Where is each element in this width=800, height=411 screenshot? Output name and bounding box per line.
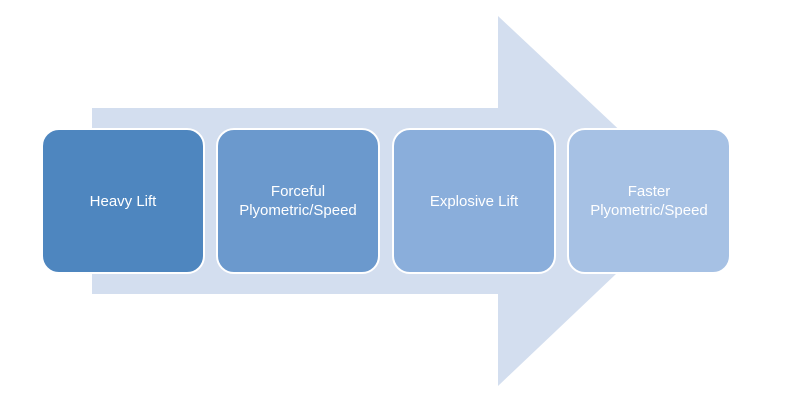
step-forceful-plyometric-speed: Forceful Plyometric/Speed bbox=[216, 128, 380, 274]
step-label: Explosive Lift bbox=[429, 192, 519, 210]
step-faster-plyometric-speed: Faster Plyometric/Speed bbox=[567, 128, 731, 274]
step-label: Faster Plyometric/Speed bbox=[590, 183, 708, 219]
step-label: Heavy Lift bbox=[89, 192, 157, 210]
step-explosive-lift: Explosive Lift bbox=[392, 128, 556, 274]
step-label: Forceful Plyometric/Speed bbox=[239, 183, 357, 219]
step-heavy-lift: Heavy Lift bbox=[41, 128, 205, 274]
